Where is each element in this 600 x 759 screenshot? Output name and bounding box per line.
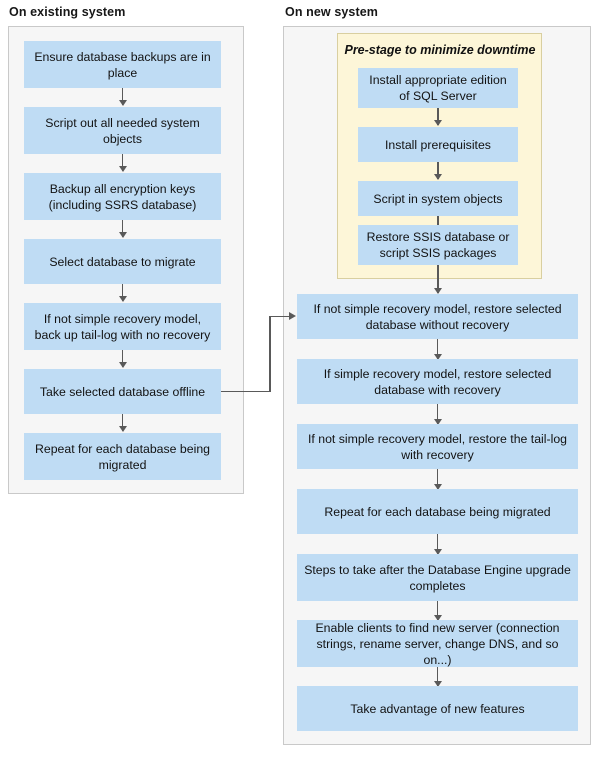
arrow-connector [119,88,126,106]
node-label: Enable clients to find new server (conne… [315,620,560,667]
node-restore-ssis-database[interactable]: Restore SSIS database or script SSIS pac… [358,225,518,265]
column-title-existing-system: On existing system [9,5,126,19]
node-label: Take advantage of new features [350,701,525,716]
arrow-connector [434,162,442,180]
cross-column-connector-arrowhead [289,311,296,320]
node-repeat-each-database-existing[interactable]: Repeat for each database being migrated [24,433,221,480]
arrow-connector [119,414,126,432]
node-label: Backup all encryption keys (including SS… [48,181,197,212]
node-label: Install prerequisites [385,137,491,152]
cross-column-connector-segment [221,390,271,393]
cross-column-connector-segment [269,315,291,318]
arrow-connector [119,350,126,368]
arrow-connector [434,339,441,360]
node-label: Repeat for each database being migrated [34,441,211,472]
node-restore-without-recovery[interactable]: If not simple recovery model, restore se… [297,294,578,339]
node-enable-clients[interactable]: Enable clients to find new server (conne… [297,620,578,667]
arrow-connector [434,667,441,687]
arrow-connector [434,404,441,425]
column-title-new-system: On new system [285,5,378,19]
arrow-connector [119,220,126,238]
node-label: Take selected database offline [39,384,206,399]
node-script-system-objects[interactable]: Script out all needed system objects [24,107,221,154]
node-ensure-backups[interactable]: Ensure database backups are in place [24,41,221,88]
arrow-connector-prestage-exit [434,265,442,294]
arrow-connector [434,601,441,621]
node-script-in-system-objects[interactable]: Script in system objects [358,181,518,216]
node-install-prerequisites[interactable]: Install prerequisites [358,127,518,162]
node-label: Select database to migrate [49,254,196,269]
arrow-connector [434,108,442,126]
node-label: Script in system objects [373,191,503,206]
node-label: If not simple recovery model, restore se… [313,301,562,332]
arrow-connector [434,534,441,555]
arrow-connector [119,284,126,302]
node-install-sql-server[interactable]: Install appropriate edition of SQL Serve… [358,68,518,108]
arrow-connector [119,154,126,172]
node-label: Script out all needed system objects [45,115,200,146]
node-label: If simple recovery model, restore select… [323,366,552,397]
node-label: Repeat for each database being migrated [324,504,551,519]
node-post-upgrade-steps[interactable]: Steps to take after the Database Engine … [297,554,578,601]
node-repeat-each-database-new[interactable]: Repeat for each database being migrated [297,489,578,534]
prestage-group-label: Pre-stage to minimize downtime [344,43,536,57]
node-label: If not simple recovery model, back up ta… [34,311,211,342]
node-new-features[interactable]: Take advantage of new features [297,686,578,731]
node-select-database[interactable]: Select database to migrate [24,239,221,284]
node-backup-tail-log[interactable]: If not simple recovery model, back up ta… [24,303,221,350]
node-label: Install appropriate edition of SQL Serve… [369,73,507,103]
node-restore-with-recovery[interactable]: If simple recovery model, restore select… [297,359,578,404]
node-restore-tail-log[interactable]: If not simple recovery model, restore th… [297,424,578,469]
cross-column-connector-segment [269,315,271,392]
arrow-connector [434,469,441,490]
node-label: Steps to take after the Database Engine … [304,562,571,593]
node-label: If not simple recovery model, restore th… [307,431,568,462]
node-backup-encryption-keys[interactable]: Backup all encryption keys (including SS… [24,173,221,220]
node-label: Restore SSIS database or script SSIS pac… [366,230,510,260]
node-label: Ensure database backups are in place [34,49,211,80]
node-take-database-offline[interactable]: Take selected database offline [24,369,221,414]
